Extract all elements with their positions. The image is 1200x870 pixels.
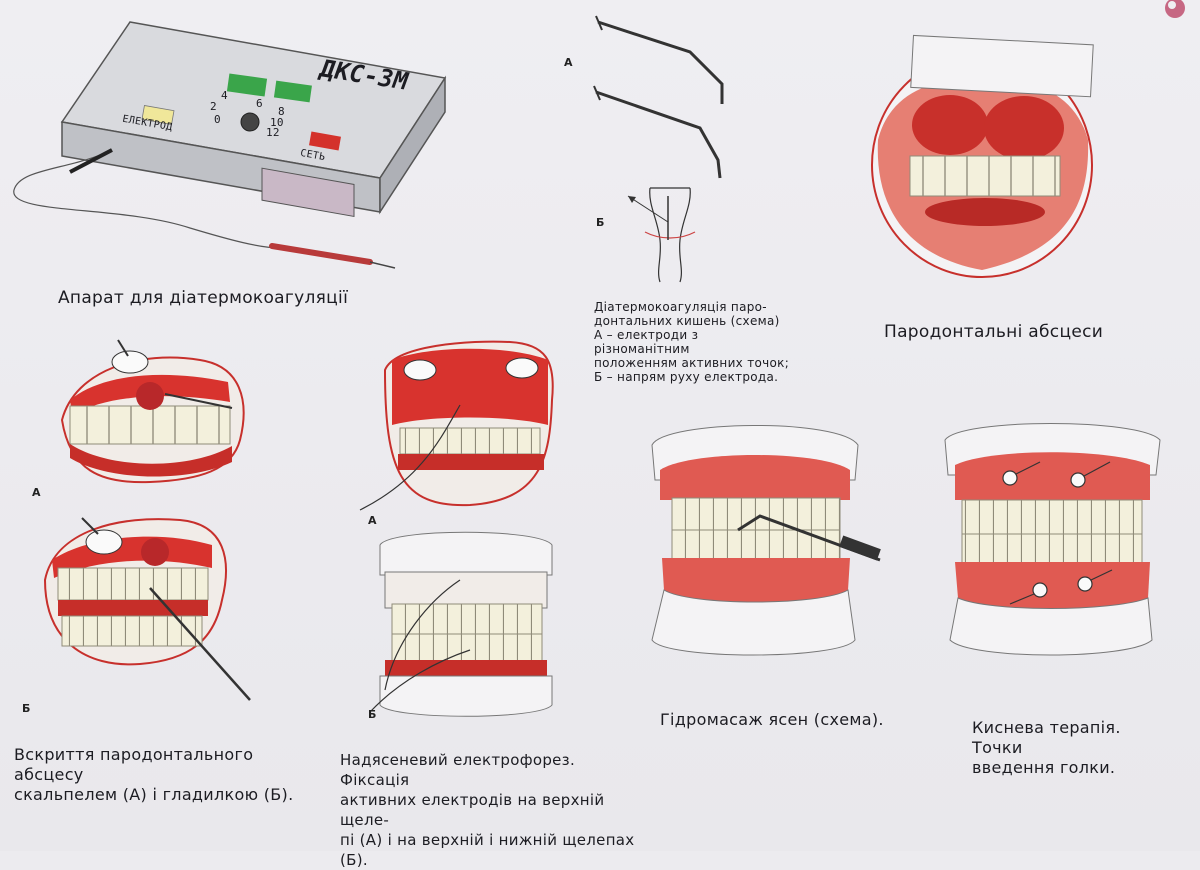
caption-hydromassage: Гідромасаж ясен (схема). xyxy=(660,710,884,729)
caption-opening: Вскриття пародонтального абсцесу скальпе… xyxy=(14,745,294,804)
abscess-mouth xyxy=(871,34,1094,278)
dial-number-2: 2 xyxy=(210,100,217,113)
opening-mouth-b xyxy=(43,517,251,701)
label-electrophoresis-a: А xyxy=(368,514,377,527)
label-electrophoresis-b: Б xyxy=(368,708,377,721)
network-button xyxy=(309,131,341,151)
corner-ornament xyxy=(1165,0,1185,18)
caption-diathermo: Діатермокоагуляція паро- донтальних кише… xyxy=(594,300,790,384)
diathermo-device xyxy=(13,21,447,269)
dial-number-12: 12 xyxy=(266,126,280,139)
dial-number-8: 8 xyxy=(278,105,285,118)
dial-number-10: 10 xyxy=(270,116,284,129)
hydromassage-jaws xyxy=(651,425,881,656)
front-connector-panel xyxy=(261,167,355,218)
caption-oxygen: Киснева терапія. Точки введення голки. xyxy=(972,718,1121,777)
power-knob xyxy=(240,112,260,132)
dial-number-6: 6 xyxy=(256,97,263,110)
opening-mouth-a xyxy=(60,339,245,484)
dial-number-4: 4 xyxy=(221,89,228,102)
electrophoresis-jaws-b xyxy=(369,531,553,717)
label-electrode-a: А xyxy=(564,56,573,69)
electrode-indicator xyxy=(141,105,175,125)
label-opening-a: А xyxy=(32,486,41,499)
electrode-tools xyxy=(593,15,724,283)
illustrations xyxy=(13,0,1185,717)
label-electrode-b: Б xyxy=(596,216,605,229)
oxygen-jaws xyxy=(944,423,1161,656)
caption-device: Апарат для діатермокоагуляції xyxy=(58,288,349,308)
green-display-2 xyxy=(273,80,312,103)
label-opening-b: Б xyxy=(22,702,31,715)
dial-number-0: 0 xyxy=(214,113,221,126)
caption-electrophoresis: Надясеневий електрофорез. Фіксація актив… xyxy=(340,751,635,869)
caption-abscess: Пародонтальні абсцеси xyxy=(884,322,1104,342)
electrophoresis-mouth-a xyxy=(359,340,554,511)
green-display-1 xyxy=(226,73,268,97)
